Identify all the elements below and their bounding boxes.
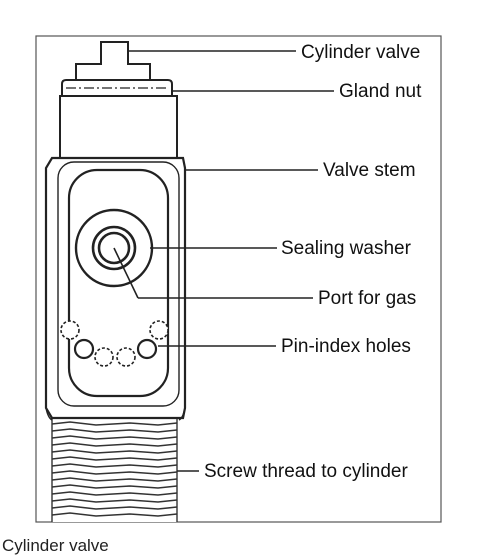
pin-index-hole — [116, 347, 136, 367]
label-cylinder-valve: Cylinder valve — [301, 42, 420, 63]
gland-nut — [61, 79, 173, 97]
figure-caption: Cylinder valve — [2, 536, 109, 555]
leader-port-for-gas — [113, 247, 139, 299]
valve-body — [44, 156, 187, 421]
thread-line — [51, 491, 178, 496]
thread-line — [51, 456, 178, 461]
label-screw-thread: Screw thread to cylinder — [204, 461, 408, 482]
label-port-for-gas: Port for gas — [318, 288, 416, 309]
label-sealing-washer: Sealing washer — [281, 238, 412, 259]
pin-index-holes — [60, 320, 169, 367]
thread-line — [51, 470, 178, 475]
thread-line — [51, 442, 178, 447]
thread-line — [51, 498, 178, 503]
leader-lines — [113, 50, 334, 472]
label-pin-index-holes: Pin-index holes — [281, 336, 411, 357]
thread-line — [51, 477, 178, 482]
valve-spindle — [75, 41, 151, 83]
thread-line — [51, 512, 178, 517]
pin-index-hole — [94, 347, 114, 367]
thread-line — [51, 421, 178, 426]
pin-index-hole — [149, 320, 169, 340]
figure-frame — [35, 35, 442, 523]
pin-index-hole — [73, 338, 95, 360]
valve-stem-neck — [59, 95, 178, 159]
thread-line — [51, 463, 178, 468]
thread-line — [51, 505, 178, 510]
thread-line — [51, 435, 178, 440]
label-gland-nut: Gland nut — [339, 81, 422, 102]
screw-thread — [51, 418, 178, 522]
label-valve-stem: Valve stem — [323, 160, 416, 181]
pin-index-hole — [60, 320, 80, 340]
gas-port — [91, 225, 137, 271]
thread-line — [51, 484, 178, 489]
thread-line — [51, 449, 178, 454]
thread-line — [51, 428, 178, 433]
pin-index-hole — [136, 338, 158, 360]
